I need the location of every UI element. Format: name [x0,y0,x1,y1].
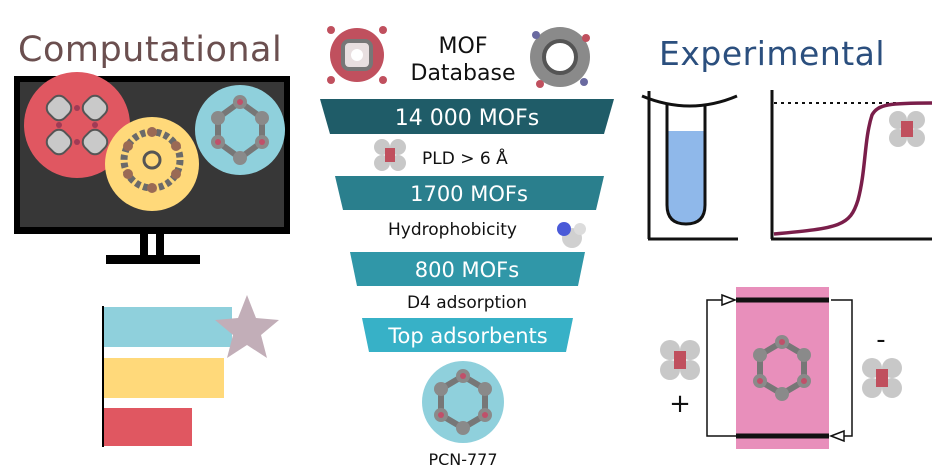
star-icon [215,295,279,358]
funnel-stage-4 [362,318,573,352]
minus-sign: - [876,325,885,355]
mof-structure-cyan-icon [195,85,285,175]
mof-database-left-icon [327,26,387,84]
mof-structure-red-icon [24,72,130,178]
result-label: PCN-777 [428,450,497,469]
experimental-title: Experimental [659,34,886,73]
d4-molecule-adsorb-icon [660,340,700,380]
database-label-line2: Database [411,61,516,86]
adsorption-isotherm-icon [770,90,933,241]
d4-molecule-desorb-icon [862,358,902,398]
plus-sign: + [669,389,691,419]
funnel-stage-2-label: 1700 MOFs [410,182,528,206]
funnel-stage-1-label: 14 000 MOFs [395,106,539,131]
pcn-777-structure-icon [422,361,504,443]
funnel-stage-1 [320,99,614,134]
funnel-stage-2 [335,176,604,210]
beaker-icon [641,91,738,241]
mof-database-right-icon [530,27,590,88]
criterion-d4-adsorption: D4 adsorption [407,293,527,313]
database-label-line1: MOF [439,34,488,59]
d4-molecule-icon [374,139,406,171]
funnel-stage-3 [350,252,585,286]
cycle-diagram [660,287,902,449]
funnel-stage-4-label: Top adsorbents [387,324,547,348]
d4-molecule-isotherm-icon [889,111,925,147]
criterion-pld: PLD > 6 Å [422,147,508,169]
mof-structure-yellow-icon [105,117,199,211]
computational-title: Computational [18,30,283,70]
ranking-bars-icon [102,295,279,447]
mof-structure-cycle-icon [753,335,811,401]
water-molecule-icon [557,222,586,248]
funnel-stage-3-label: 800 MOFs [415,258,519,282]
criterion-hydrophobicity: Hydrophobicity [388,220,517,240]
